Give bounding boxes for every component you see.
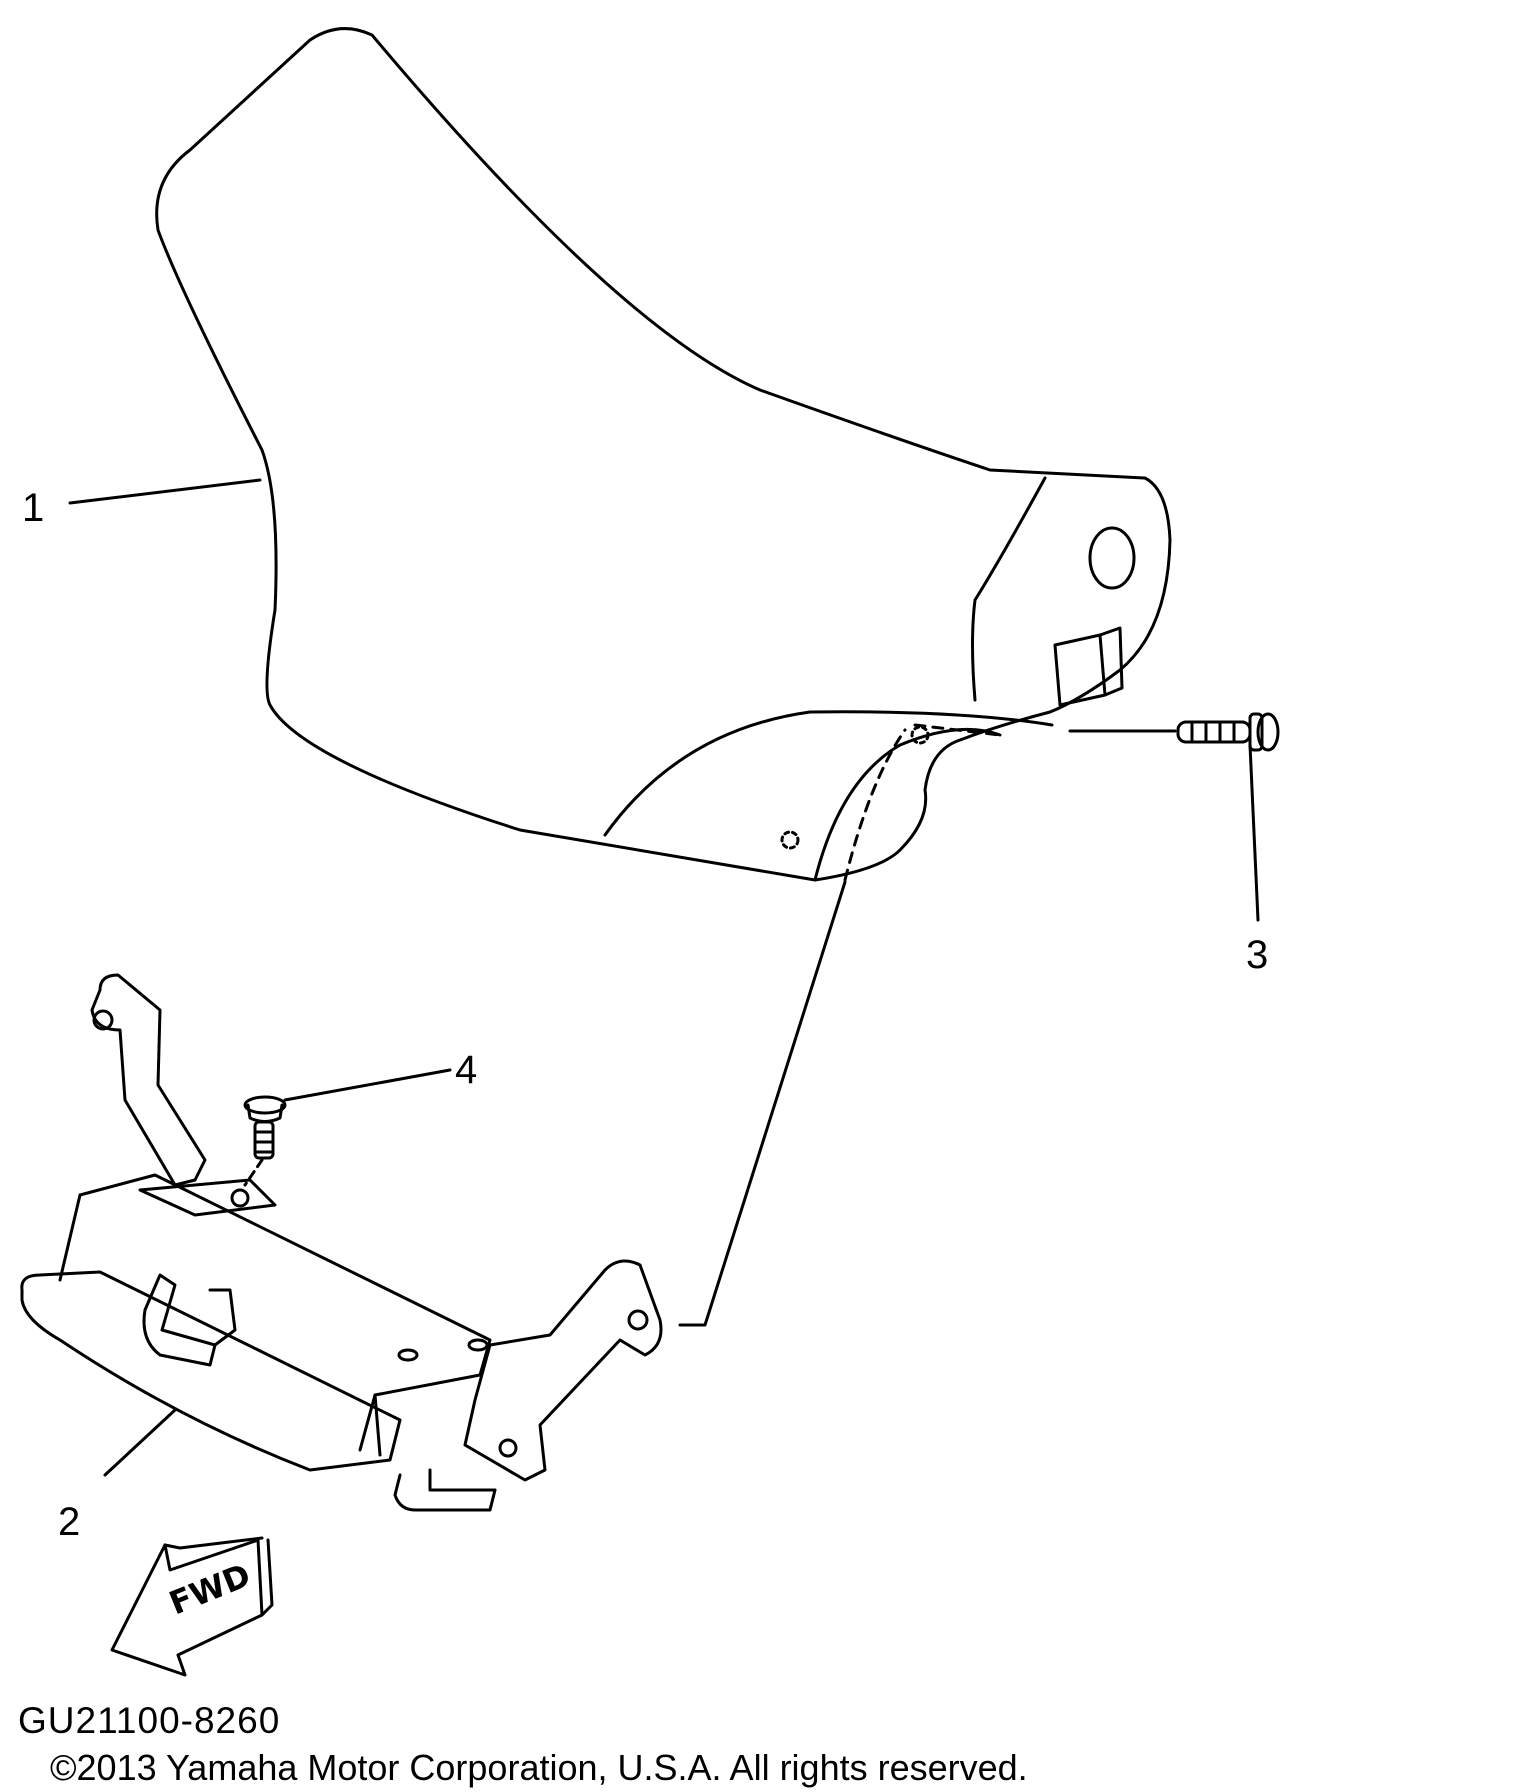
copyright-notice: ©2013 Yamaha Motor Corporation, U.S.A. A… <box>50 1747 1028 1788</box>
assembly-line <box>678 880 847 1327</box>
seat-part-1 <box>155 27 1172 882</box>
leader-line-1 <box>68 478 262 505</box>
forward-direction-arrow <box>110 1536 274 1677</box>
drawing-code: GU21100-8260 <box>18 1700 281 1741</box>
bolt-part-3 <box>1068 712 1280 752</box>
callout-3: 3 <box>1246 933 1269 977</box>
screw-part-4 <box>243 1095 287 1187</box>
leader-line-2 <box>103 1408 177 1477</box>
callout-4: 4 <box>455 1048 478 1092</box>
leader-line-3 <box>1248 743 1260 922</box>
callout-1: 1 <box>22 486 45 530</box>
callout-2: 2 <box>58 1500 81 1544</box>
leader-line-4 <box>283 1068 452 1102</box>
bracket-part-2 <box>20 973 663 1512</box>
